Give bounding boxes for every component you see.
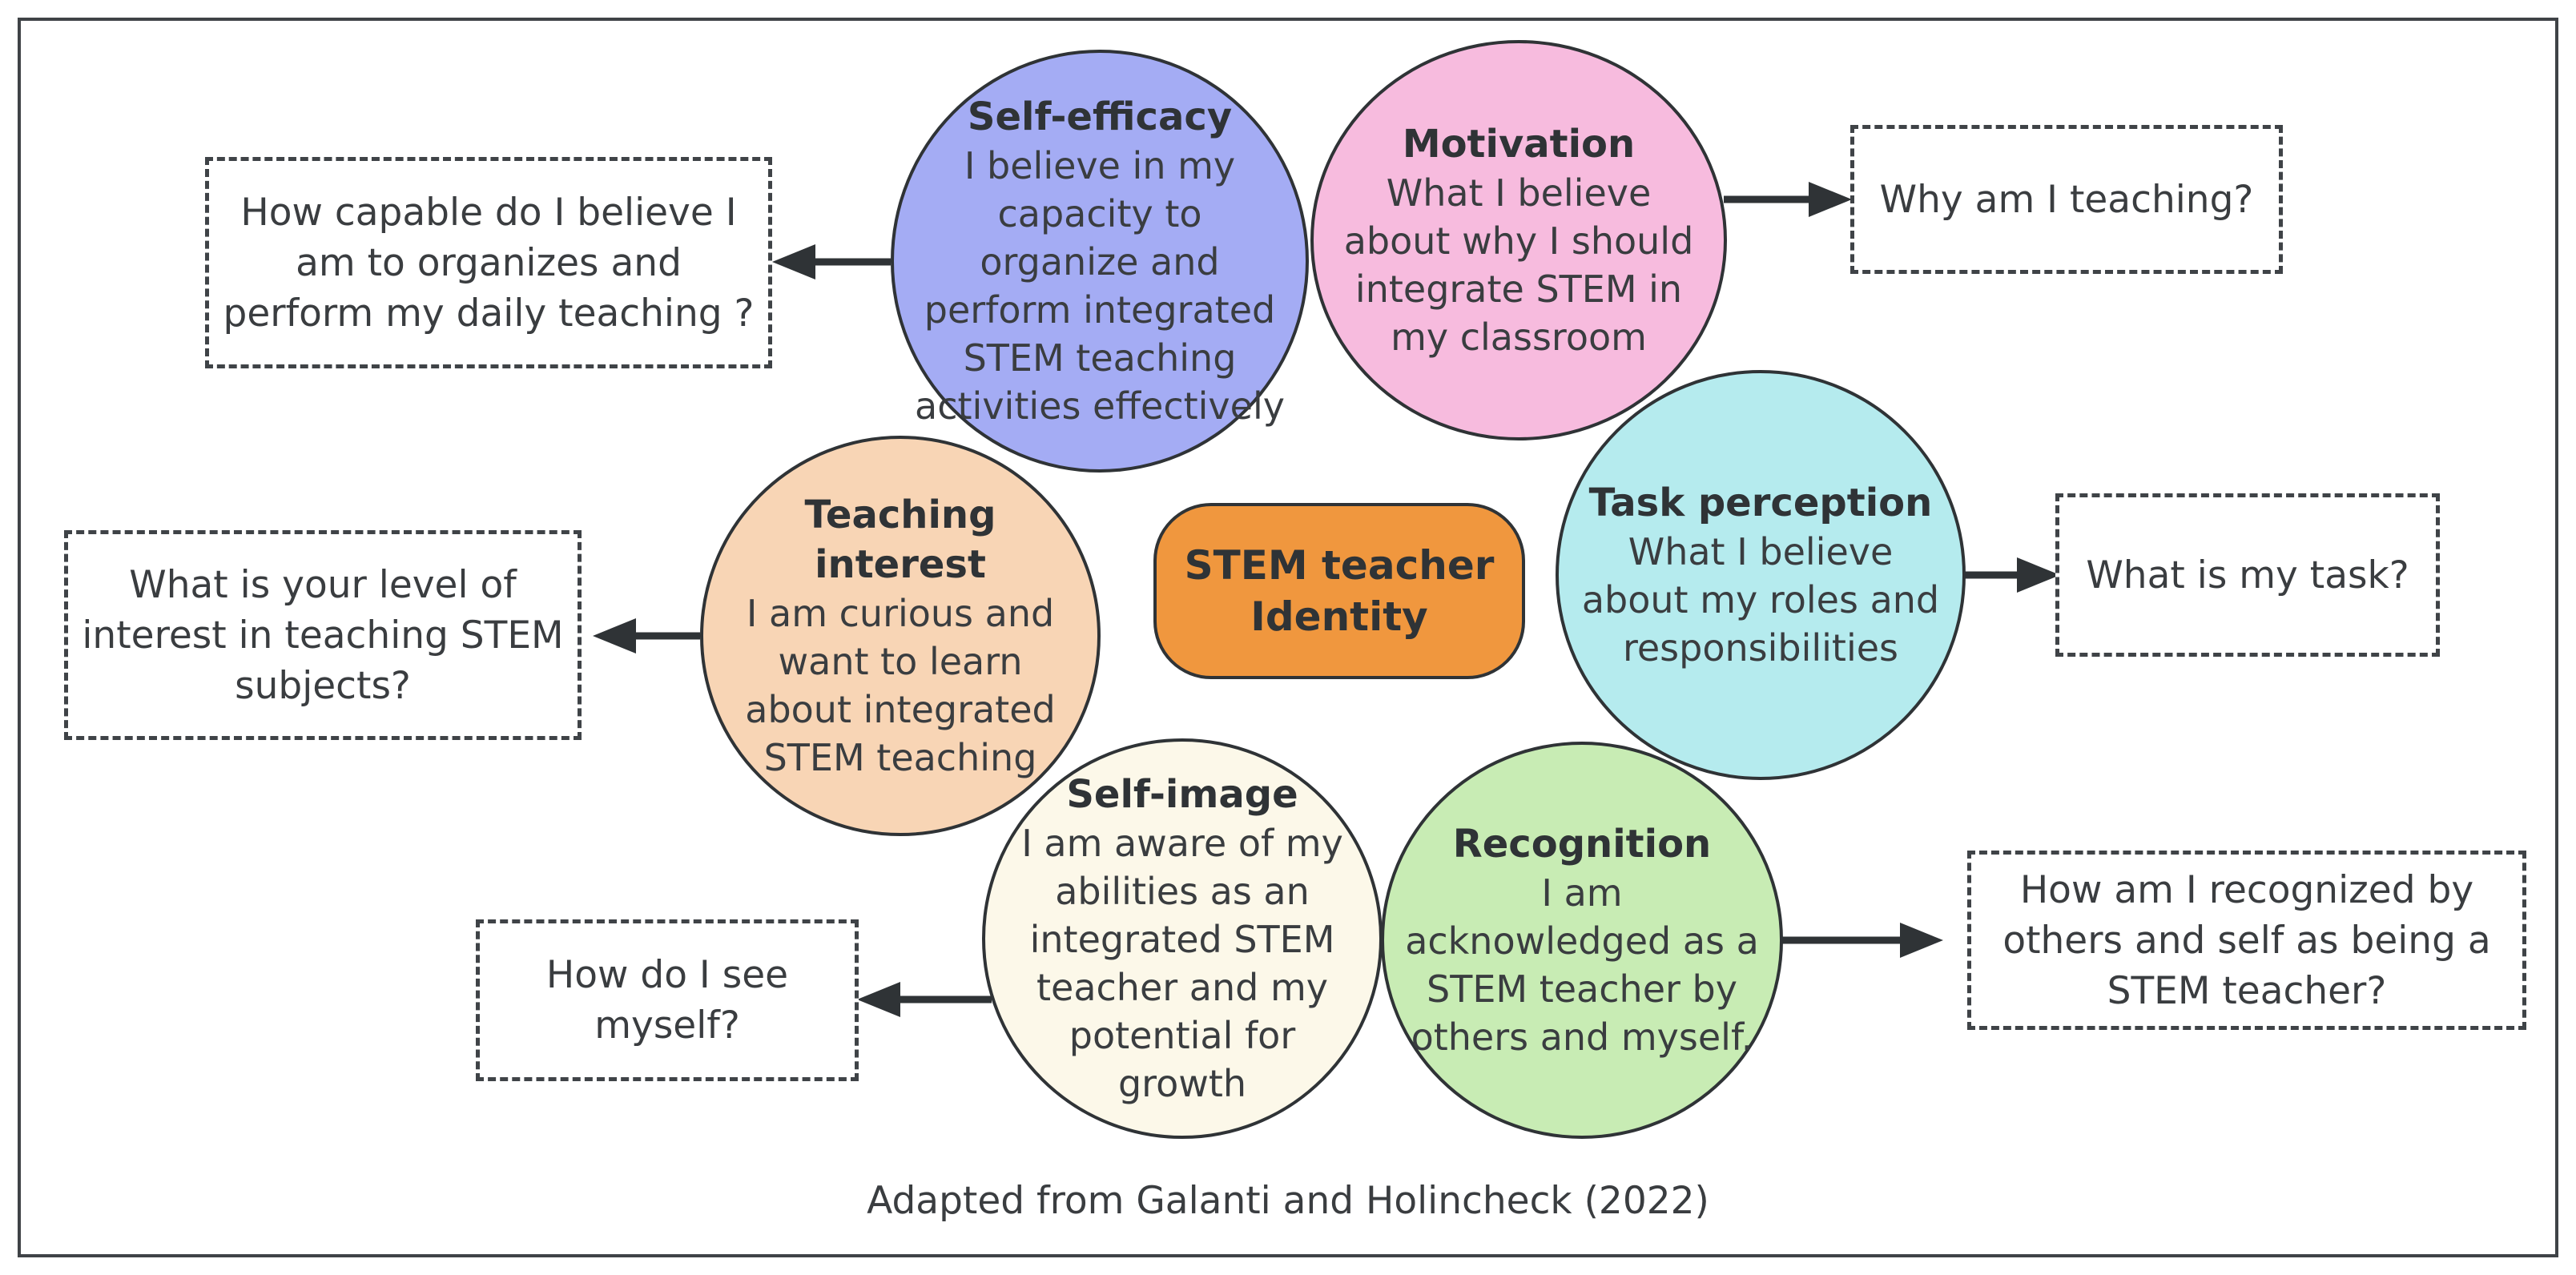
task-perception-question-box: What is my task? <box>2055 493 2440 657</box>
self-efficacy-question-box: How capable do I believe I am to organiz… <box>205 157 772 368</box>
self-efficacy-description: I believe in my capacity to organize and… <box>915 144 1285 428</box>
self-image-title: Self-image <box>1066 772 1298 817</box>
stem-teacher-identity-node: STEM teacher Identity <box>1153 503 1525 679</box>
teaching-interest-description: I am curious and want to learn about int… <box>745 592 1056 779</box>
self-efficacy-title: Self-efficacy <box>967 95 1233 139</box>
motivation-circle: Motivation What I believe about why I sh… <box>1310 40 1727 440</box>
self-image-circle: Self-image I am aware of my abilities as… <box>982 738 1383 1139</box>
source-caption: Adapted from Galanti and Holincheck (202… <box>867 1179 1709 1223</box>
recognition-title: Recognition <box>1452 822 1712 867</box>
motivation-title: Motivation <box>1402 122 1636 167</box>
motivation-question-box: Why am I teaching? <box>1850 125 2283 274</box>
motivation-description: What I believe about why I should integr… <box>1343 171 1694 359</box>
self-efficacy-circle: Self-efficacy I believe in my capacity t… <box>891 50 1309 473</box>
recognition-question-box: How am I recognized by others and self a… <box>1967 851 2526 1030</box>
teaching-interest-circle: Teaching interest I am curious and want … <box>700 436 1101 836</box>
self-image-question-box: How do I see myself? <box>476 919 859 1081</box>
self-image-description: I am aware of my abilities as an integra… <box>1021 822 1343 1105</box>
recognition-description: I am acknowledged as a STEM teacher by o… <box>1405 871 1759 1059</box>
teaching-interest-question-box: What is your level of interest in teachi… <box>64 530 582 740</box>
recognition-circle: Recognition I am acknowledged as a STEM … <box>1381 742 1783 1139</box>
task-perception-circle: Task perception What I believe about my … <box>1556 370 1966 780</box>
task-perception-title: Task perception <box>1588 481 1933 525</box>
task-perception-description: What I believe about my roles and respon… <box>1581 530 1940 670</box>
teaching-interest-title: Teaching interest <box>804 493 996 587</box>
